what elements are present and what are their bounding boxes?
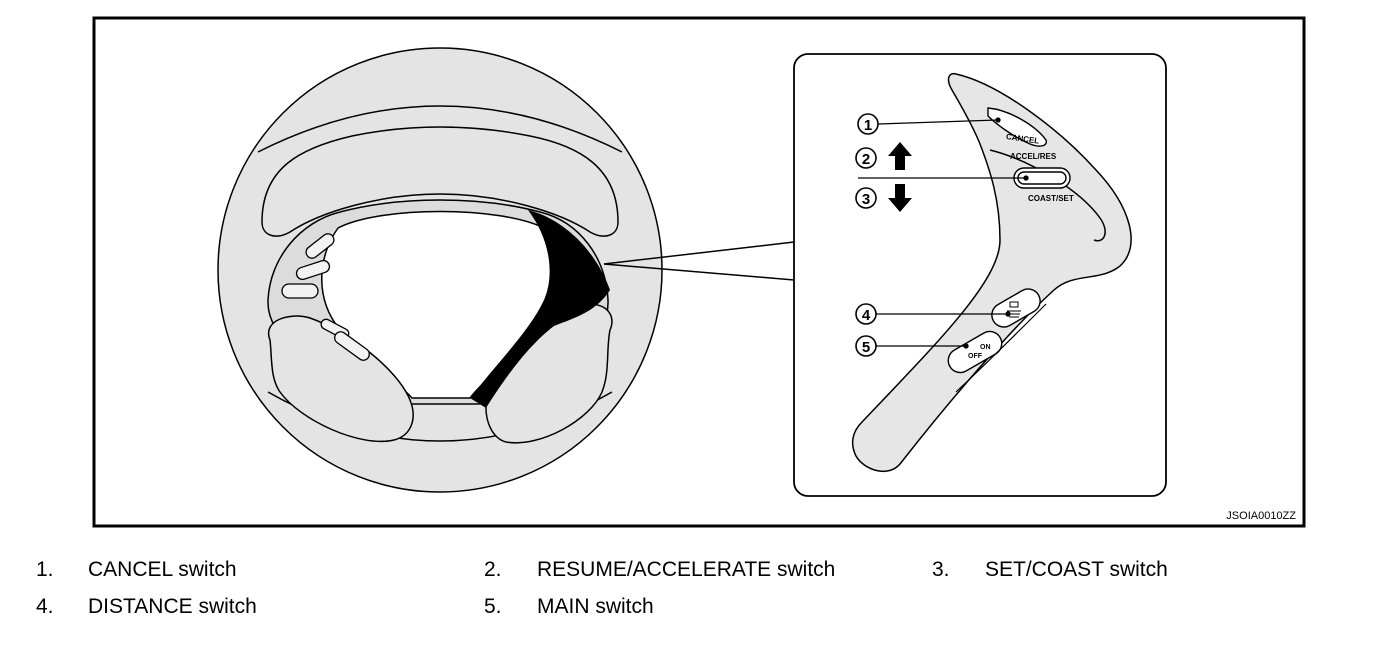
callout-3-number: 3 — [862, 191, 870, 208]
callout-5-number: 5 — [862, 339, 870, 356]
off-switch-label: OFF — [968, 353, 983, 360]
switch-track-line — [955, 303, 1047, 393]
figure-code: JSOIA0010ZZ — [1226, 510, 1296, 522]
callout-23-dot — [1023, 175, 1029, 181]
legend-number: 1. — [36, 558, 54, 581]
legend-text: SET/COAST switch — [985, 558, 1168, 581]
callout-1-dot — [995, 117, 1001, 123]
legend-text: DISTANCE switch — [88, 595, 257, 618]
callout-4-dot — [1005, 311, 1011, 317]
left-spoke-switches — [281, 233, 370, 361]
leader-line-top — [603, 241, 795, 265]
figure: CANCEL ACCEL/RES COAST/SET ON OFF 1 2 3 … — [92, 16, 1306, 528]
legend-number: 3. — [932, 558, 950, 581]
highlighted-switch-area — [470, 210, 610, 408]
callout-1-number: 1 — [864, 117, 872, 134]
legend-number: 4. — [36, 595, 54, 618]
callout-1-leader — [877, 119, 999, 125]
panel-switches — [947, 107, 1071, 374]
arrow-down-icon — [888, 184, 912, 212]
legend-text: CANCEL switch — [88, 558, 237, 581]
legend-number: 5. — [484, 595, 502, 618]
legend-text: MAIN switch — [537, 595, 654, 618]
callout-4-number: 4 — [862, 307, 871, 324]
callout-5-dot — [963, 343, 969, 349]
on-switch-label: ON — [980, 344, 991, 351]
accel-res-switch-label: ACCEL/RES — [1010, 152, 1057, 161]
coast-set-switch-label: COAST/SET — [1028, 194, 1074, 203]
callouts — [855, 113, 879, 357]
callout-3 — [855, 187, 877, 209]
callout-2-number: 2 — [862, 151, 870, 168]
legend-text: RESUME/ACCELERATE switch — [537, 558, 836, 581]
legend-number: 2. — [484, 558, 502, 581]
leader-line-bottom — [603, 263, 795, 281]
callout-2 — [855, 147, 877, 169]
legend: 1. CANCEL switch 2. RESUME/ACCELERATE sw… — [0, 558, 1376, 638]
arrow-up-icon — [888, 142, 912, 170]
